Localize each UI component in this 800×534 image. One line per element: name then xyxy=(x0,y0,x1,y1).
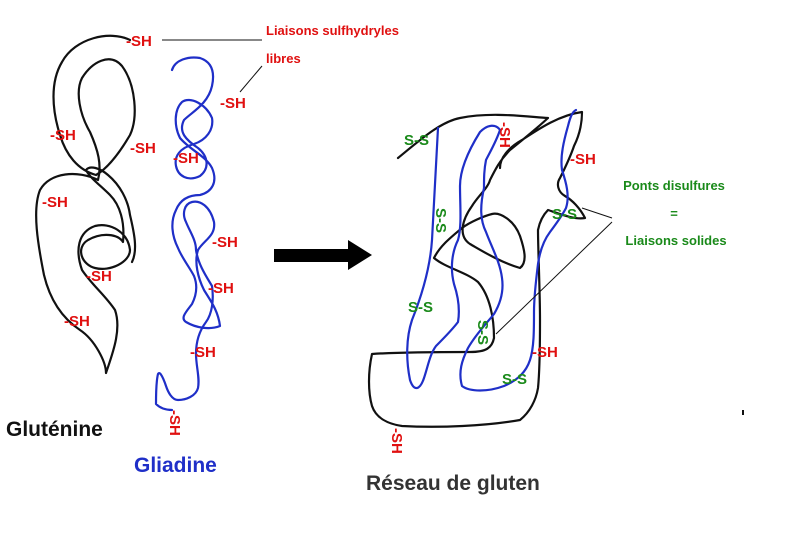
glutenin-sh-label: -SH xyxy=(126,33,152,50)
glutenin-chain xyxy=(35,34,137,375)
disulfide-leader-upper xyxy=(581,207,613,219)
disulfide-note-line3: Liaisons solides xyxy=(625,233,726,248)
glutenin-sh-label: -SH xyxy=(42,194,68,211)
glutenin-sh-label: -SH xyxy=(86,268,112,285)
network-sh-label-vertical: -SH xyxy=(388,428,405,454)
network-title: Réseau de gluten xyxy=(366,472,540,495)
network-sh-label-vertical: -SH xyxy=(496,122,513,148)
disulfide-leader-lower xyxy=(495,221,613,335)
gliadin-sh-label-vertical: -SH xyxy=(166,410,183,436)
free-sh-note-line1: Liaisons sulfhydryles xyxy=(266,23,399,38)
disulfide-bond-label-vertical: S-S xyxy=(432,208,449,233)
disulfide-bond-label: S-S xyxy=(408,299,433,316)
glutenin-sh-label: -SH xyxy=(64,313,90,330)
gliadin-chain xyxy=(154,56,222,412)
disulfide-bond-label-vertical: S-S xyxy=(474,320,491,345)
disulfide-bond-label: S-S xyxy=(404,132,429,149)
glutenin-title: Gluténine xyxy=(6,418,103,441)
disulfide-note-equals: = xyxy=(670,206,678,221)
glutenin-sh-label: -SH xyxy=(50,127,76,144)
free-sh-note-line2: libres xyxy=(266,51,301,66)
glutenin-sh-label: -SH xyxy=(130,140,156,157)
gliadin-sh-label: -SH xyxy=(173,150,199,167)
gliadin-sh-label: -SH xyxy=(220,95,246,112)
right-arrow-icon xyxy=(274,240,372,270)
disulfide-bond-label: S-S xyxy=(552,206,577,223)
gliadin-title: Gliadine xyxy=(134,454,217,477)
gliadin-sh-label: -SH xyxy=(190,344,216,361)
network-glutenin-chain xyxy=(367,110,587,428)
gliadin-sh-label: -SH xyxy=(208,280,234,297)
gliadin-sh-label: -SH xyxy=(212,234,238,251)
disulfide-note-line1: Ponts disulfures xyxy=(623,178,725,193)
network-gliadin-chain xyxy=(406,108,578,392)
disulfide-bond-label: S-S xyxy=(502,371,527,388)
free-sh-leader-mid xyxy=(239,65,263,93)
network-sh-label: -SH xyxy=(570,151,596,168)
network-sh-label: -SH xyxy=(532,344,558,361)
stray-mark xyxy=(742,410,744,415)
